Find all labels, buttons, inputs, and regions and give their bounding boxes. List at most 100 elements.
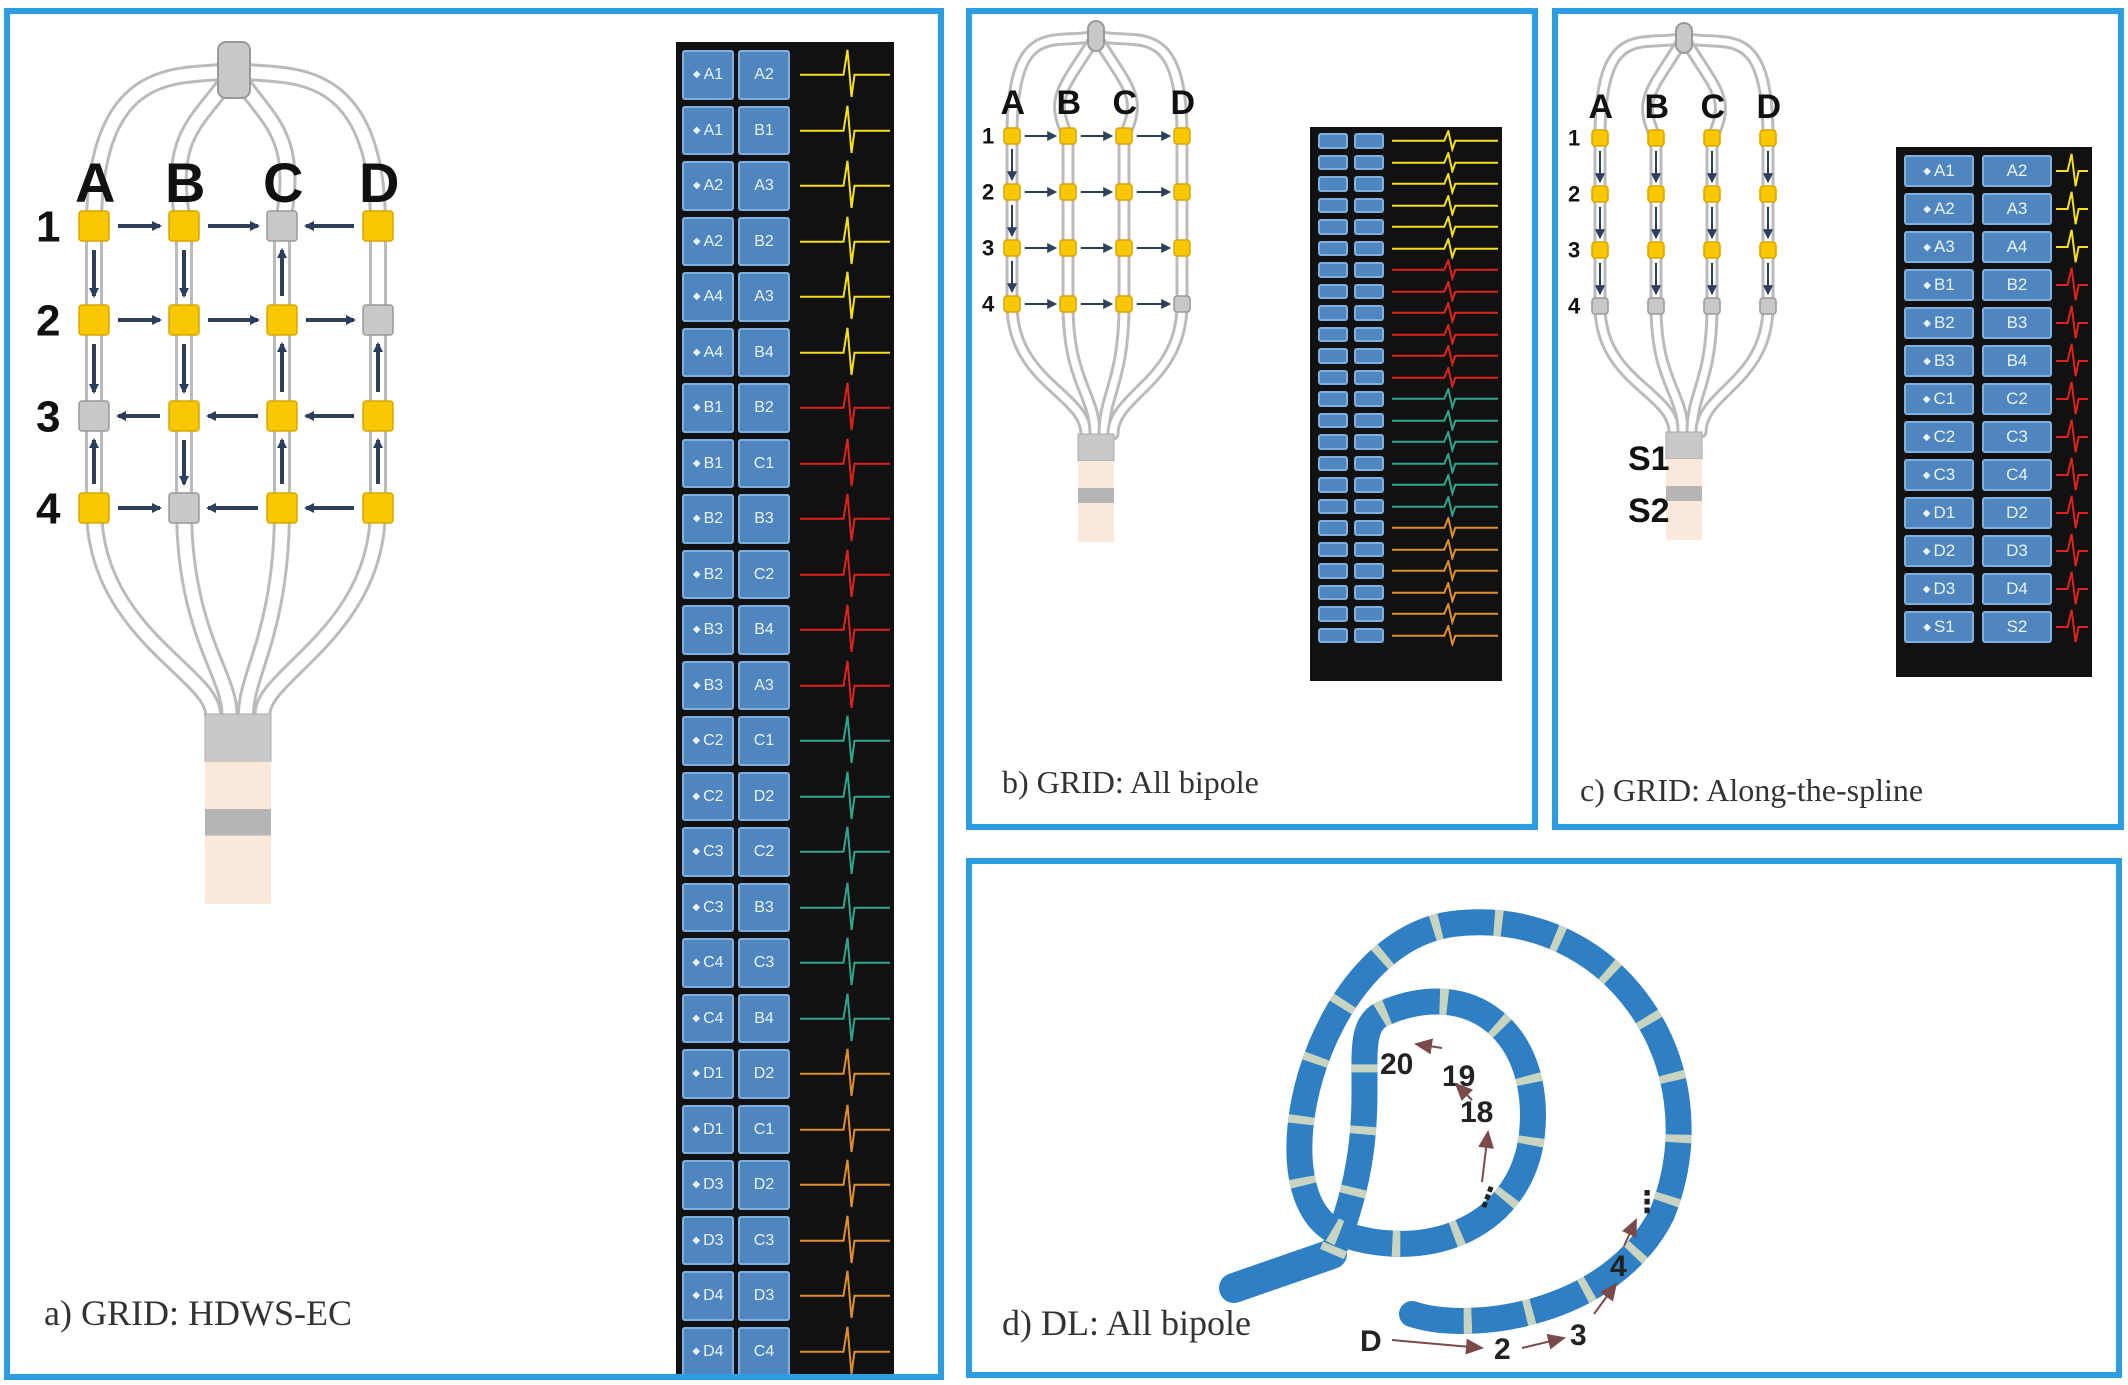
channel-dot-icon: ◆ bbox=[1922, 507, 1931, 519]
channel-trace bbox=[800, 438, 890, 486]
electrode-b3 bbox=[1647, 241, 1665, 259]
channel-trace bbox=[1392, 431, 1498, 453]
channel-label: S2 bbox=[2006, 617, 2028, 636]
channel-electrode-a: ◆D3 bbox=[682, 1215, 734, 1265]
panel-b-caption: b) GRID: All bipole bbox=[1002, 764, 1259, 800]
channel-trace bbox=[800, 271, 890, 320]
spiral-label-20: 20 bbox=[1380, 1048, 1413, 1081]
channel-dot-icon: ◆ bbox=[1923, 279, 1931, 291]
channel-electrode-b: C1 bbox=[738, 716, 790, 766]
channel-trace bbox=[800, 715, 890, 764]
channel-label: D4 bbox=[703, 1287, 724, 1304]
channel-row bbox=[1310, 151, 1502, 173]
column-label-c: C bbox=[263, 151, 303, 214]
electrode-a4 bbox=[1591, 297, 1609, 315]
electrode-c3 bbox=[1703, 241, 1721, 259]
channel-label: D1 bbox=[1933, 503, 1956, 522]
channel-electrode-a bbox=[1318, 606, 1348, 622]
channel-row: ◆D1 C1 bbox=[676, 1104, 894, 1154]
channel-trace bbox=[800, 1048, 890, 1097]
electrode-a4 bbox=[78, 492, 110, 524]
channel-electrode-b: B1 bbox=[738, 105, 790, 155]
channel-label: C1 bbox=[753, 1120, 775, 1138]
shaft-band-1 bbox=[1665, 431, 1703, 460]
electrode-c2 bbox=[266, 304, 298, 336]
electrode-c1 bbox=[266, 210, 298, 242]
channel-electrode-b: D2 bbox=[738, 1049, 790, 1099]
channel-label: S1 bbox=[1933, 617, 1955, 636]
electrode-b2 bbox=[1647, 185, 1665, 203]
channel-electrode-b: B4 bbox=[738, 605, 790, 655]
channel-trace bbox=[1392, 280, 1498, 302]
channel-row bbox=[1310, 216, 1502, 238]
channel-row bbox=[1310, 345, 1502, 367]
channel-electrode-a bbox=[1318, 133, 1348, 149]
channel-dot-icon: ◆ bbox=[692, 1068, 701, 1080]
channel-trace bbox=[800, 1270, 890, 1319]
channel-label: A3 bbox=[1933, 237, 1955, 256]
channel-electrode-b: D2 bbox=[1982, 497, 2052, 529]
channel-label: D4 bbox=[703, 1342, 724, 1360]
channel-trace bbox=[1392, 517, 1498, 539]
column-label-b: B bbox=[165, 151, 205, 214]
channel-electrode-b bbox=[1354, 391, 1384, 407]
channel-electrode-b: D3 bbox=[1982, 535, 2052, 567]
row-label-1: 1 bbox=[36, 202, 60, 251]
channel-electrode-a: ◆C2 bbox=[682, 771, 734, 821]
shaft-band-1 bbox=[1077, 433, 1115, 462]
channel-electrode-a: ◆C3 bbox=[1904, 459, 1974, 491]
channel-dot-icon: ◆ bbox=[1923, 165, 1931, 177]
channel-trace bbox=[1392, 388, 1498, 410]
channel-electrode-a: ◆B1 bbox=[1904, 269, 1974, 301]
channel-electrode-a bbox=[1318, 197, 1348, 213]
channel-electrode-b: A3 bbox=[738, 272, 790, 322]
channel-electrode-b bbox=[1354, 606, 1384, 622]
channel-trace bbox=[800, 105, 890, 153]
channel-electrode-a bbox=[1318, 283, 1348, 299]
channel-electrode-b bbox=[1354, 133, 1384, 149]
channel-electrode-b: S2 bbox=[1982, 611, 2052, 643]
electrode-a3 bbox=[78, 400, 110, 432]
channel-electrode-a bbox=[1318, 563, 1348, 579]
electrode-a2 bbox=[1003, 183, 1021, 201]
channel-trace bbox=[1392, 495, 1498, 517]
row-label-3: 3 bbox=[982, 236, 994, 261]
electrode-c3 bbox=[1115, 239, 1133, 257]
channel-electrode-b bbox=[1354, 563, 1384, 579]
column-label-a: A bbox=[1588, 88, 1613, 126]
channel-trace bbox=[800, 882, 890, 930]
channel-label: A4 bbox=[2006, 237, 2028, 256]
channel-label: C4 bbox=[2006, 465, 2028, 484]
channel-row bbox=[1310, 538, 1502, 560]
column-label-c: C bbox=[1700, 88, 1725, 126]
channel-label: D3 bbox=[703, 1231, 724, 1249]
channel-label: B2 bbox=[2006, 275, 2028, 294]
channel-trace bbox=[1392, 173, 1498, 195]
channel-electrode-a: ◆D4 bbox=[682, 1326, 734, 1374]
electrode-c2 bbox=[1703, 185, 1721, 203]
channel-dot-icon: ◆ bbox=[692, 124, 701, 136]
channel-label: C2 bbox=[2006, 389, 2028, 408]
channel-row bbox=[1310, 495, 1502, 517]
channel-electrode-a bbox=[1318, 305, 1348, 321]
channel-label: B3 bbox=[1933, 351, 1955, 370]
shaft-segment bbox=[1666, 459, 1702, 486]
channel-trace bbox=[2056, 305, 2088, 339]
channel-electrode-b bbox=[1354, 154, 1384, 170]
channel-label: C1 bbox=[753, 732, 775, 749]
channel-electrode-a: ◆D1 bbox=[682, 1104, 734, 1154]
channel-electrode-a bbox=[1318, 240, 1348, 256]
channel-trace bbox=[800, 1215, 890, 1263]
channel-dot-icon: ◆ bbox=[1923, 317, 1931, 329]
spiral-label-4: 4 bbox=[1610, 1250, 1627, 1283]
electrode-b1 bbox=[1647, 129, 1665, 147]
